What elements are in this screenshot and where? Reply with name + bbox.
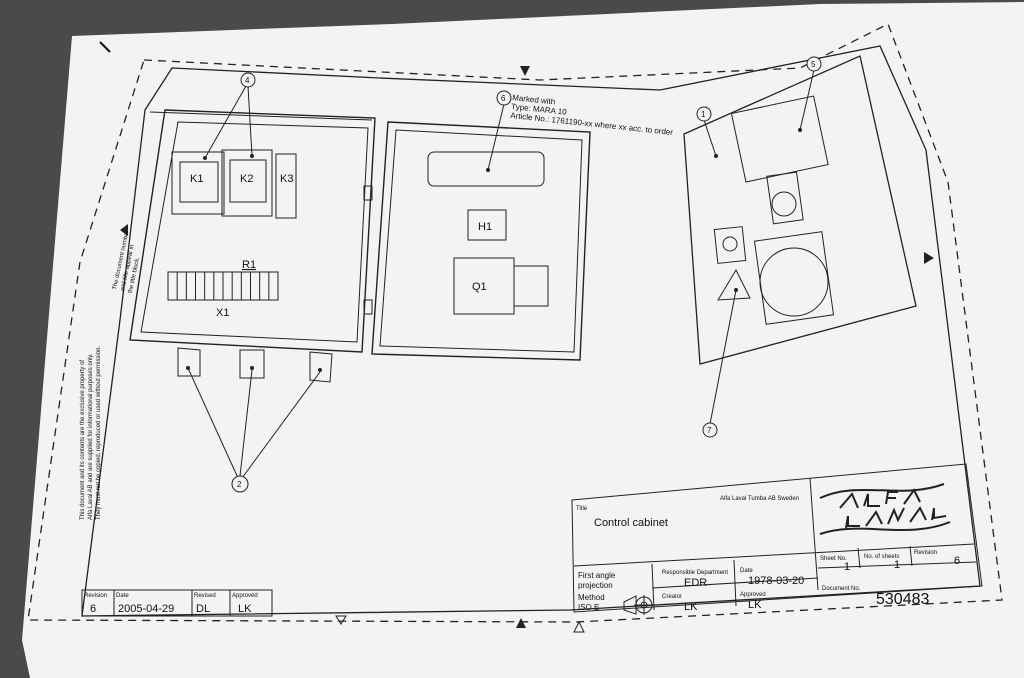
contactor-k1 xyxy=(171,151,225,215)
company-logo-icon xyxy=(819,483,951,535)
h1-label: H1 xyxy=(478,221,492,233)
sheet-value: 1 xyxy=(844,561,850,573)
revision-date: 2005-04-29 xyxy=(118,603,174,615)
title-label: Title xyxy=(576,506,588,512)
callout-5: 5 xyxy=(806,56,822,72)
date-label: Date xyxy=(116,593,129,599)
approved-label-tb: Approved xyxy=(740,592,766,598)
revision-value-tb: 6 xyxy=(954,555,960,567)
title-block xyxy=(571,463,983,613)
date-label-tb: Date xyxy=(740,568,753,574)
r1-label: R1 xyxy=(242,259,256,271)
projection-line2: projection xyxy=(578,581,613,590)
svg-text:6: 6 xyxy=(501,94,506,103)
cabinet-interior: K1 K2 K3 R1 X1 xyxy=(129,109,376,383)
document-label: Document No. xyxy=(822,586,861,592)
revision-value: 6 xyxy=(90,603,96,615)
projection-line1: First angle xyxy=(578,571,616,580)
q1-label: Q1 xyxy=(472,281,487,293)
display-window xyxy=(427,151,545,187)
border-marker xyxy=(335,615,347,625)
margin-note-line: Alfa Laval AB and are supplied for infor… xyxy=(88,353,94,520)
creator-label: Creator xyxy=(662,594,682,600)
method-label: Method xyxy=(578,593,605,602)
svg-text:5: 5 xyxy=(811,60,816,69)
date-value-tb: 1978-03-20 xyxy=(748,575,804,587)
k3-label: K3 xyxy=(280,173,293,185)
document-number: 530483 xyxy=(876,591,929,608)
creator-value: LK xyxy=(684,601,698,613)
k1-label: K1 xyxy=(190,173,203,185)
indicator-h1 xyxy=(467,209,507,241)
svg-text:4: 4 xyxy=(245,76,250,85)
callout-1: 1 xyxy=(696,106,712,122)
revised-label: Revised xyxy=(194,593,216,599)
leader-lines xyxy=(187,69,815,479)
projection-symbol-icon xyxy=(623,595,654,615)
approved-label: Approved xyxy=(232,593,258,599)
sheets-label: No. of sheets xyxy=(864,554,899,560)
revision-label: Revision xyxy=(84,593,107,599)
svg-text:1: 1 xyxy=(701,110,706,119)
revision-block xyxy=(81,589,273,617)
drawing-title: Control cabinet xyxy=(594,517,668,529)
contactor-k2 xyxy=(221,149,273,217)
crop-mark xyxy=(99,41,111,53)
sheets-value: 1 xyxy=(894,559,900,571)
method-value: ISO E xyxy=(578,603,599,612)
contactor-k3 xyxy=(275,153,297,219)
k2-label: K2 xyxy=(240,173,253,185)
resp-dept-value: EDR xyxy=(684,577,707,589)
sheet-label: Sheet No. xyxy=(820,556,847,562)
left-margin-note: This document and its contents are the e… xyxy=(80,346,102,520)
x1-label: X1 xyxy=(216,307,229,319)
border-marker xyxy=(516,618,526,628)
callout-4: 4 xyxy=(240,72,256,88)
resp-dept-label: Responsible Department xyxy=(662,570,728,576)
callout-2: 2 xyxy=(231,475,249,493)
svg-text:2: 2 xyxy=(237,480,242,489)
border-marker xyxy=(924,252,934,264)
callout-6: 6 xyxy=(496,90,512,106)
margin-note-line: They must not be copied, reproduced or u… xyxy=(96,346,102,520)
cabinet-door: H1 Q1 xyxy=(363,121,591,361)
dashed-border xyxy=(27,23,1003,623)
svg-text:Marked with: Marked with xyxy=(512,93,556,106)
revised-by: DL xyxy=(196,603,210,615)
border-marker xyxy=(520,66,530,76)
approved-by: LK xyxy=(238,603,252,615)
border-marker xyxy=(120,224,128,236)
company-name: Alfa Laval Tumba AB Sweden xyxy=(720,496,799,502)
border-marker xyxy=(573,620,585,633)
approved-value-tb: LK xyxy=(748,599,762,611)
revision-label-tb: Revision xyxy=(914,550,937,556)
svg-text:7: 7 xyxy=(707,426,712,435)
margin-note-line: This document and its contents are the e… xyxy=(80,360,86,520)
callout-7: 7 xyxy=(702,422,718,438)
